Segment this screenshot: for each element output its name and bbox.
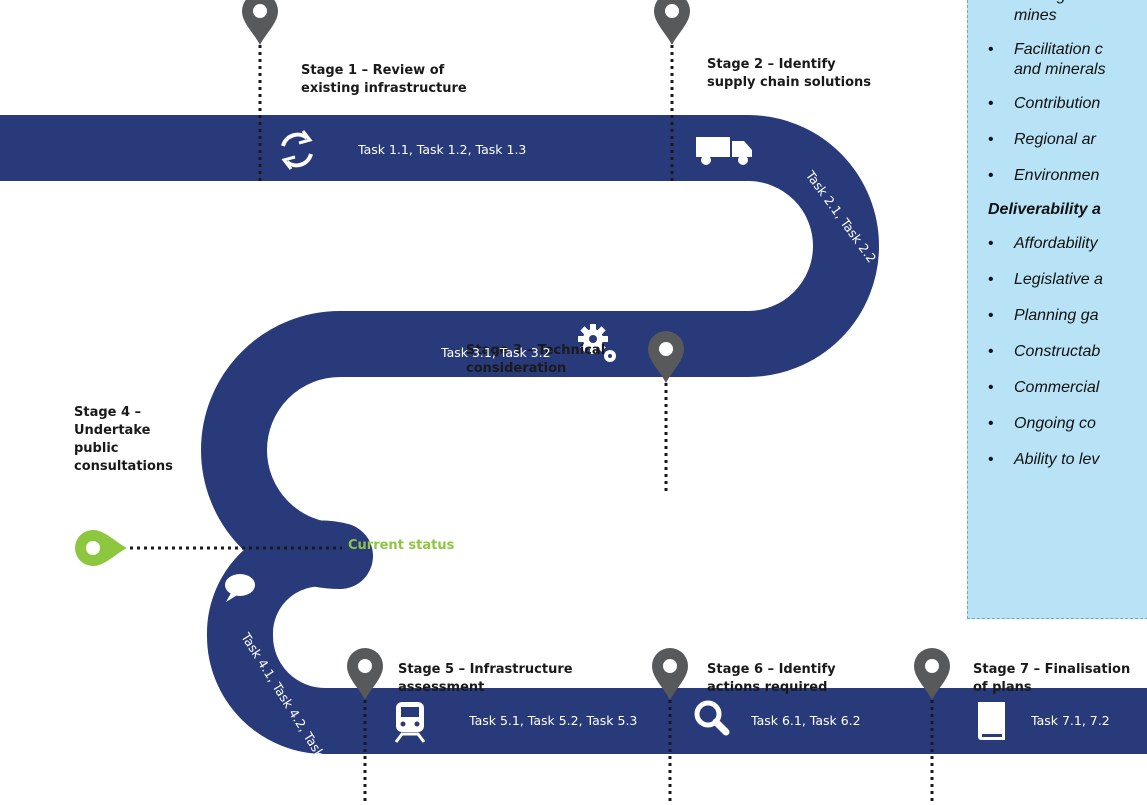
- criteria-item: Legislative a: [968, 270, 1147, 290]
- pin-stage-5: [347, 648, 383, 700]
- criteria-list-2: Affordability Legislative a Planning ga …: [968, 234, 1147, 470]
- stage-7-label: Stage 7 – Finalisation of plans: [973, 662, 1131, 695]
- gears-icon: [578, 324, 616, 362]
- magnifier-icon: [694, 700, 730, 736]
- pin-stage-6: [652, 648, 688, 700]
- current-status-pin: [75, 530, 127, 566]
- stage-3-label: Stage 3 – Technical consideration: [466, 343, 606, 376]
- book-icon: [978, 702, 1005, 740]
- stage-1-tasks: Task 1.1, Task 1.2, Task 1.3: [358, 142, 527, 157]
- criteria-item: Ability to lev: [968, 450, 1147, 470]
- criteria-panel: Strategic in mines Facilitation c and mi…: [967, 0, 1147, 619]
- refresh-icon: [281, 130, 313, 170]
- stage-7-tasks: Task 7.1, 7.2: [1031, 713, 1110, 728]
- stage-6-label: Stage 6 – Identify actions required: [707, 662, 836, 695]
- truck-icon: [696, 137, 752, 165]
- criteria-heading: Deliverability a: [988, 201, 1101, 218]
- stage-2-label: Stage 2 – Identify supply chain solution…: [707, 57, 872, 90]
- stage-5-tasks: Task 5.1, Task 5.2, Task 5.3: [469, 713, 638, 728]
- criteria-item: Commercial: [968, 378, 1147, 398]
- speech-bubble-icon: [225, 574, 255, 602]
- criteria-item: Facilitation c and minerals: [968, 40, 1147, 80]
- criteria-item: Affordability: [968, 234, 1147, 254]
- train-icon: [394, 702, 426, 743]
- pin-stage-2: [654, 0, 690, 45]
- pin-stage-7: [914, 648, 950, 700]
- criteria-item: Ongoing co: [968, 414, 1147, 434]
- stage-6-tasks: Task 6.1, Task 6.2: [751, 713, 861, 728]
- criteria-item: Constructab: [968, 342, 1147, 362]
- stage-3-tasks: Task 3.1, Task 3.2: [441, 345, 551, 360]
- roadmap-road: [0, 115, 1147, 754]
- stage-5-label: Stage 5 – Infrastructure assessment: [398, 662, 573, 695]
- stage-4-label: Stage 4 – Undertake public consultations: [74, 405, 173, 474]
- connector-lines: [130, 45, 934, 805]
- stage-1-label: Stage 1 – Review of existing infrastruct…: [301, 63, 467, 96]
- criteria-item: Contribution: [968, 94, 1147, 114]
- pin-stage-3: [648, 331, 684, 383]
- criteria-list-1: Strategic in mines Facilitation c and mi…: [968, 0, 1147, 186]
- criteria-item: Environmen: [968, 166, 1147, 186]
- current-status-label: Current status: [348, 538, 455, 553]
- pin-stage-1: [242, 0, 278, 45]
- criteria-item: Planning ga: [968, 306, 1147, 326]
- criteria-item: Strategic in mines: [968, 0, 1147, 26]
- criteria-item: Regional ar: [968, 130, 1147, 150]
